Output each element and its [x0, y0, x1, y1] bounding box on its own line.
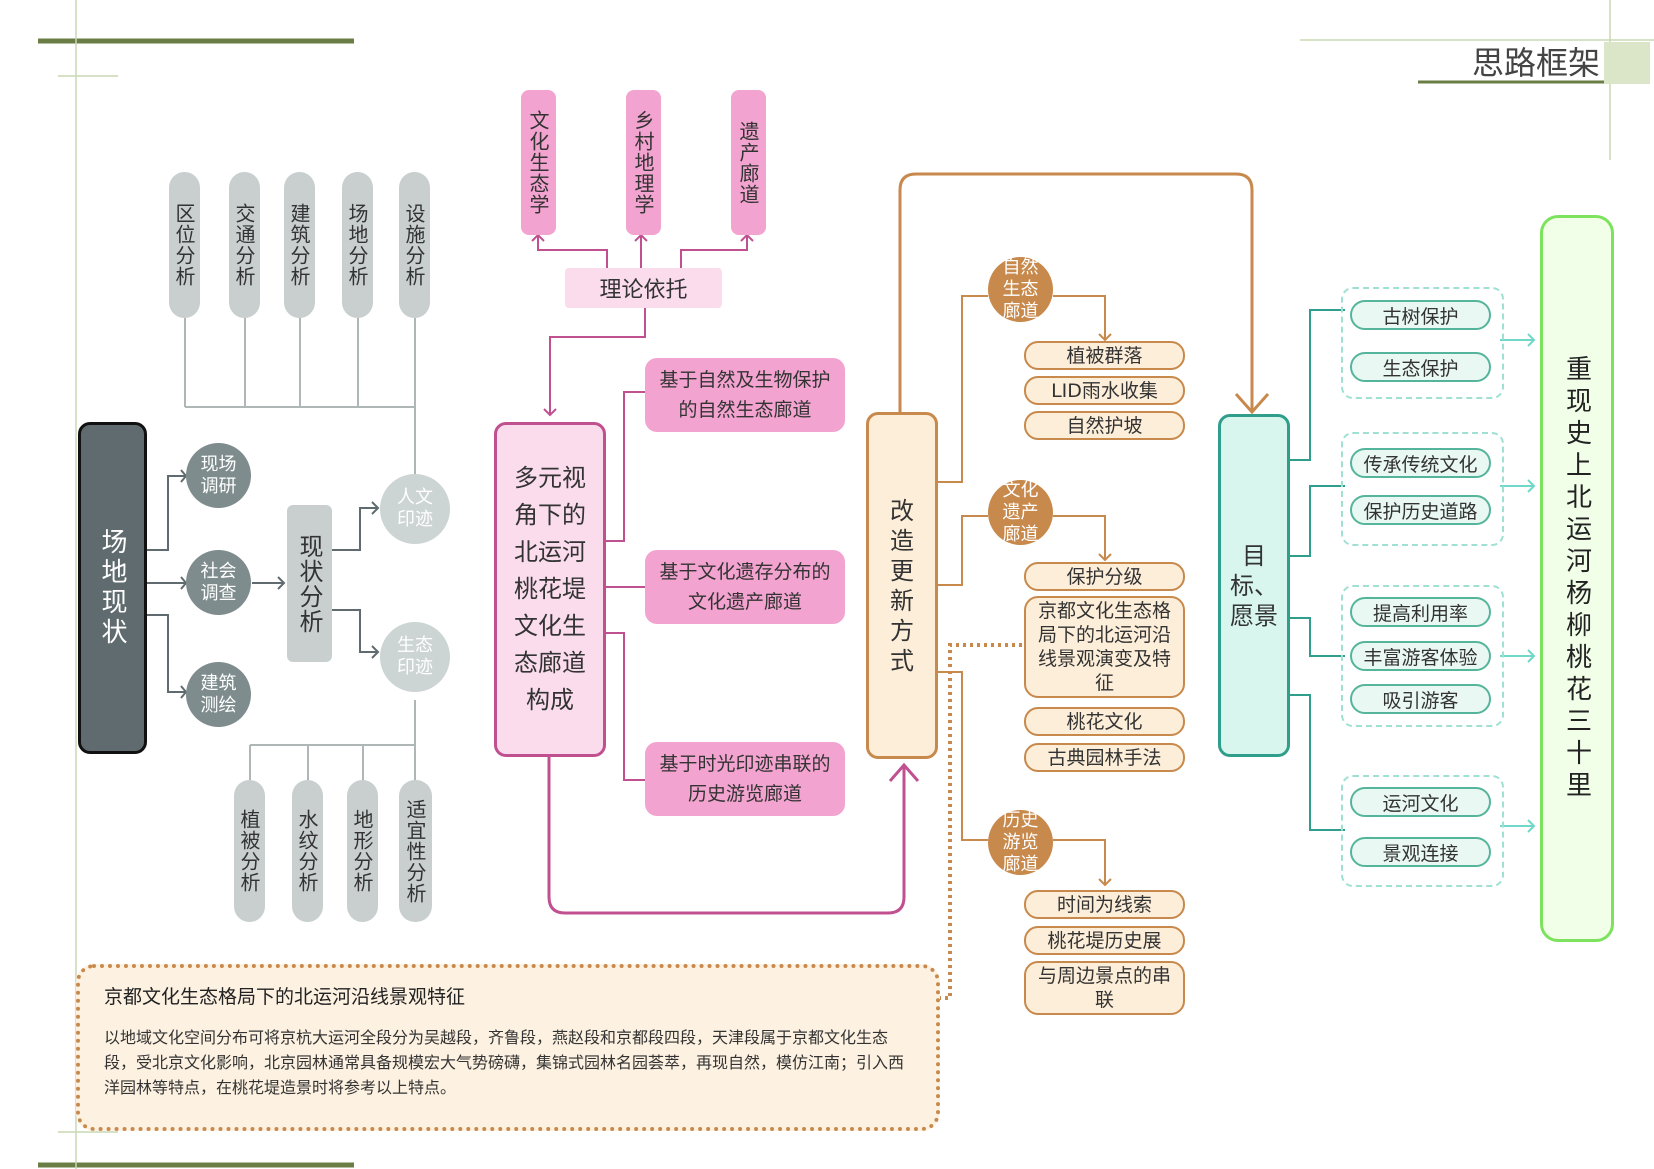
- goal-main-box: 目标、愿景: [1218, 414, 1290, 757]
- composition-main-box: 多元视角下的北运河桃花堤文化生态廊道构成: [494, 422, 606, 757]
- site-top-item: 设施分析: [399, 172, 430, 318]
- method-site-survey: 现场调研: [186, 443, 251, 508]
- goal-arrows: [1500, 333, 1536, 833]
- renewal-item: 保护分级: [1024, 562, 1185, 591]
- note-title: 京都文化生态格局下的北运河沿线景观特征: [104, 986, 466, 1008]
- renewal-item: 古典园林手法: [1024, 743, 1185, 772]
- vision-box: 重现史上北运河杨柳桃花三十里: [1540, 215, 1614, 942]
- renewal-item: 时间为线索: [1024, 890, 1185, 919]
- method-building-survey: 建筑测绘: [186, 662, 251, 727]
- theory-item: 乡村地理学: [626, 90, 661, 235]
- human-imprint-circle: 人文印迹: [380, 474, 450, 544]
- page-title: 思路框架: [1471, 44, 1600, 82]
- site-bottom-item: 植被分析: [234, 780, 265, 922]
- goal-item: 丰富游客体验: [1350, 641, 1491, 671]
- site-method-connectors: [147, 469, 380, 699]
- theory-item: 遗产廊道: [731, 90, 766, 235]
- site-top-item: 场地分析: [342, 172, 373, 318]
- site-connectors: [184, 318, 416, 780]
- goal-item: 吸引游客: [1350, 684, 1491, 714]
- renewal-item: 自然护坡: [1024, 411, 1185, 440]
- frame-decoration: [38, 0, 1654, 1169]
- goal-item: 运河文化: [1350, 787, 1491, 817]
- goal-group-box: [1341, 432, 1504, 546]
- goal-item: 古树保护: [1350, 300, 1491, 330]
- renewal-item: LID雨水收集: [1024, 376, 1185, 405]
- goal-group-box: [1341, 585, 1504, 727]
- renewal-main-box: 改造更新方式: [866, 412, 938, 759]
- renewal-item: 桃花文化: [1024, 707, 1185, 736]
- goal-connectors: [1290, 309, 1345, 831]
- renewal-group-label: 文化遗产廊道: [988, 480, 1053, 545]
- renewal-item: 与周边景点的串联: [1024, 961, 1185, 1015]
- composition-item: 基于自然及生物保护的自然生态廊道: [645, 358, 845, 432]
- site-top-item: 区位分析: [169, 172, 200, 318]
- site-bottom-item: 地形分析: [347, 780, 378, 922]
- composition-connectors: [531, 233, 920, 915]
- theory-label: 理论依托: [565, 268, 722, 308]
- goal-item: 景观连接: [1350, 837, 1491, 867]
- site-top-item: 交通分析: [229, 172, 260, 318]
- status-analysis-box: 现状分析: [287, 505, 332, 662]
- eco-imprint-circle: 生态印迹: [380, 622, 450, 692]
- composition-item: 基于文化遗存分布的文化遗产廊道: [645, 550, 845, 624]
- note-body: 以地域文化空间分布可将京杭大运河全段分为吴越段，齐鲁段，燕赵段和京都段四段，天津…: [104, 1028, 905, 1097]
- goal-item: 生态保护: [1350, 352, 1491, 382]
- renewal-group-label: 历史游览廊道: [988, 810, 1053, 875]
- renewal-item: 植被群落: [1024, 341, 1185, 370]
- renewal-connectors: [898, 172, 1270, 1000]
- goal-item: 传承传统文化: [1350, 448, 1491, 478]
- renewal-item: 桃花堤历史展: [1024, 926, 1185, 955]
- site-main-box: 场地现状: [78, 422, 147, 754]
- method-social-survey: 社会调查: [186, 550, 251, 615]
- site-top-item: 建筑分析: [284, 172, 315, 318]
- title-accent: [1604, 42, 1650, 84]
- goal-group-box: [1341, 775, 1504, 887]
- site-bottom-item: 水纹分析: [292, 780, 323, 922]
- renewal-item: 京都文化生态格局下的北运河沿线景观演变及特征: [1024, 596, 1185, 698]
- composition-item: 基于时光印迹串联的历史游览廊道: [645, 742, 845, 816]
- goal-group-box: [1341, 287, 1504, 399]
- goal-item: 提高利用率: [1350, 597, 1491, 627]
- goal-item: 保护历史道路: [1350, 495, 1491, 525]
- site-bottom-item: 适宜性分析: [399, 780, 432, 922]
- note-box: 京都文化生态格局下的北运河沿线景观特征 以地域文化空间分布可将京杭大运河全段分为…: [76, 964, 940, 1131]
- theory-item: 文化生态学: [521, 90, 556, 235]
- renewal-group-label: 自然生态廊道: [988, 257, 1053, 322]
